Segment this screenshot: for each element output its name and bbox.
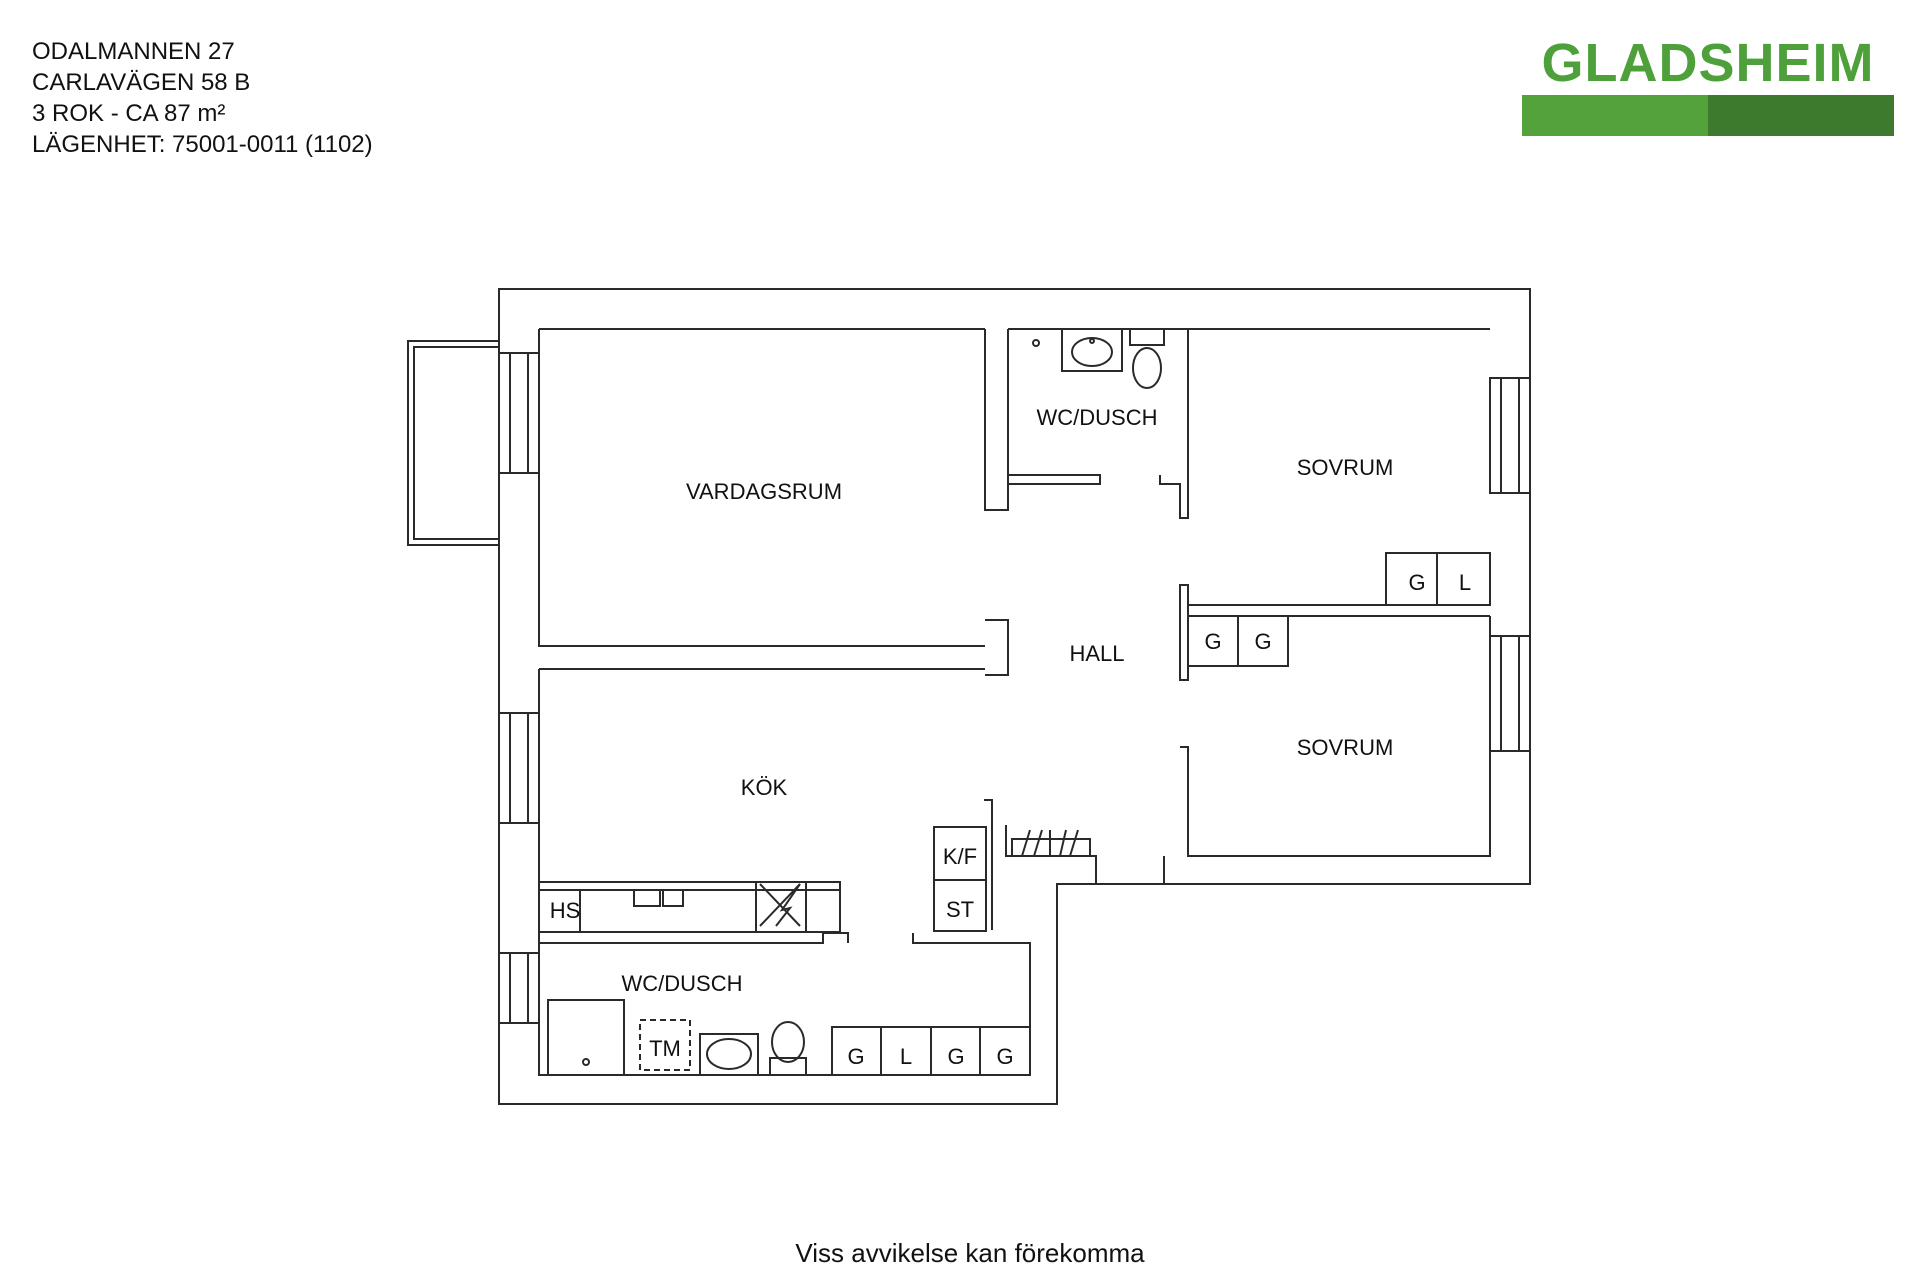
wardrobe-label-g: G: [1204, 629, 1221, 654]
fridge-stove-column: [933, 826, 987, 932]
property-name: ODALMANNEN 27: [32, 38, 235, 65]
room-label-kok: KÖK: [741, 775, 788, 800]
wardrobe-label-l: L: [900, 1044, 912, 1069]
apartment-size: 3 ROK - CA 87 m²: [32, 100, 226, 127]
wardrobe-label-g: G: [1408, 570, 1425, 595]
wardrobe-label-g: G: [947, 1044, 964, 1069]
logo-bar-light: [1522, 95, 1708, 136]
balcony: [407, 340, 499, 546]
washing-machine-label: TM: [649, 1036, 681, 1061]
room-label-vardagsrum: VARDAGSRUM: [686, 479, 842, 504]
room-label-sovrum-bottom: SOVRUM: [1297, 735, 1394, 760]
stove-label: ST: [946, 897, 974, 922]
windows: [498, 352, 1531, 1024]
wardrobe-label-g: G: [1254, 629, 1271, 654]
wardrobe-label-l: L: [1459, 570, 1471, 595]
wardrobes: [831, 552, 1491, 1076]
logo-bar-dark: [1708, 95, 1894, 136]
room-label-sovrum-top: SOVRUM: [1297, 455, 1394, 480]
wardrobe-label-g: G: [847, 1044, 864, 1069]
disclaimer: Viss avvikelse kan förekomma: [795, 1238, 1145, 1268]
room-label-wc-bottom: WC/DUSCH: [622, 971, 743, 996]
bathroom-top-fixtures: [1032, 328, 1165, 389]
bathroom-bottom-fixtures: [547, 999, 807, 1076]
hob-label: HS: [550, 898, 581, 923]
property-info: ODALMANNEN 27 CARLAVÄGEN 58 B 3 ROK - CA…: [32, 36, 373, 160]
apartment-number: LÄGENHET: 75001-0011 (1102): [32, 131, 373, 158]
kitchen-counter: [538, 881, 841, 933]
room-label-wc-top: WC/DUSCH: [1037, 405, 1158, 430]
gladsheim-logo: GLADSHEIM: [1522, 34, 1894, 136]
street-address: CARLAVÄGEN 58 B: [32, 69, 251, 96]
wardrobe-label-g: G: [996, 1044, 1013, 1069]
room-label-hall: HALL: [1069, 641, 1124, 666]
fridge-freezer-label: K/F: [943, 844, 977, 869]
logo-text: GLADSHEIM: [1541, 33, 1875, 93]
coat-rack: [1011, 829, 1091, 857]
